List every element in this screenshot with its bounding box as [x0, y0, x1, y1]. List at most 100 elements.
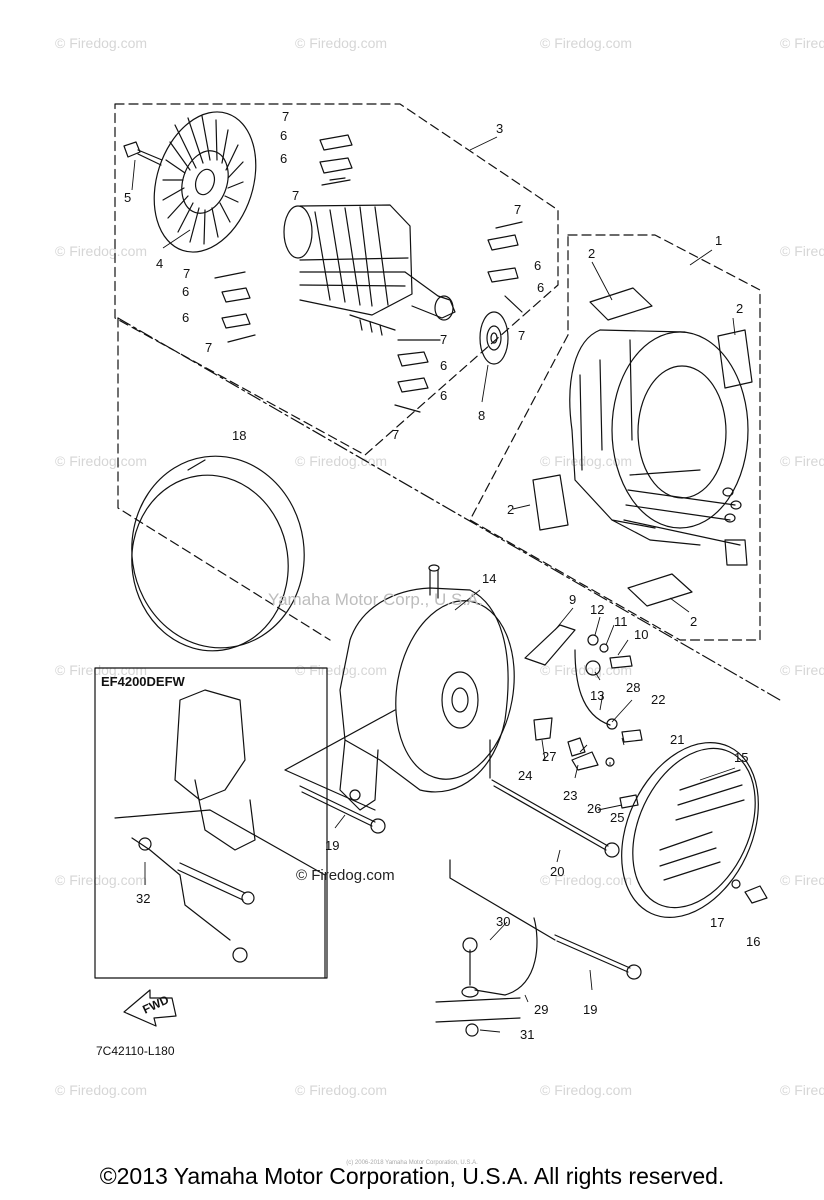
- watermark: © Firedog.com: [55, 243, 147, 259]
- callout-17: 17: [710, 915, 724, 930]
- callout-10: 10: [634, 627, 648, 642]
- watermark: © Firedog.com: [540, 453, 632, 469]
- inset-title: EF4200DEFW: [101, 674, 186, 689]
- callout-6: 6: [534, 258, 541, 273]
- brush-holder: [524, 624, 576, 666]
- rotor: [283, 204, 456, 336]
- ghost-watermark: Yamaha Motor Corp., U.S.A.: [268, 590, 483, 609]
- fwd-arrow: [123, 989, 177, 1027]
- callout-9: 9: [569, 592, 576, 607]
- washer: [606, 718, 618, 730]
- leader-line: [117, 317, 331, 641]
- watermark: © Firedog.com: [780, 453, 824, 469]
- callout-2: 2: [507, 502, 514, 517]
- callout-29: 29: [534, 1002, 548, 1017]
- callout-8: 8: [478, 408, 485, 423]
- screw: [619, 794, 639, 809]
- callout-27: 27: [542, 749, 556, 764]
- watermark: © Firedog.com: [780, 35, 824, 51]
- callout-7: 7: [183, 266, 190, 281]
- lead-wire: [574, 649, 611, 726]
- callout-7: 7: [392, 427, 399, 442]
- rotor-assembly-boundary: [114, 103, 559, 456]
- callout-6: 6: [440, 388, 447, 403]
- fwd-label: FWD: [140, 992, 171, 1016]
- through-bolt: [554, 934, 631, 973]
- callout-4: 4: [156, 256, 163, 271]
- ground-lead: [435, 917, 538, 1037]
- inset-frame: [94, 667, 328, 979]
- callout-26: 26: [587, 801, 601, 816]
- insulator-pad: [717, 329, 753, 389]
- callout-28: 28: [626, 680, 640, 695]
- cover-band: [131, 455, 305, 652]
- bearing: [479, 311, 509, 365]
- callout-3: 3: [496, 121, 503, 136]
- callout-30: 30: [496, 914, 510, 929]
- watermark: © Firedog.com: [780, 243, 824, 259]
- washer: [599, 643, 609, 653]
- screw: [609, 655, 633, 669]
- callout-7: 7: [514, 202, 521, 217]
- callout-7: 7: [518, 328, 525, 343]
- watermark: © Firedog.com: [780, 1082, 824, 1098]
- watermark: © Firedog.com: [55, 453, 147, 469]
- callout-20: 20: [550, 864, 564, 879]
- watermark: © Firedog.com: [55, 872, 147, 888]
- inset-bracket: [114, 689, 326, 979]
- insulator-pad: [589, 287, 653, 321]
- bolt-head: [370, 818, 386, 834]
- callout-23: 23: [563, 788, 577, 803]
- insulator-pad: [627, 573, 693, 607]
- through-bolt: [299, 785, 376, 827]
- callout-18: 18: [232, 428, 246, 443]
- through-bolt: [491, 779, 609, 851]
- washer: [605, 757, 615, 767]
- callout-11: 11: [614, 614, 628, 629]
- callout-6: 6: [182, 310, 189, 325]
- watermark: © Firedog.com: [295, 453, 387, 469]
- condenser-band: [567, 737, 586, 757]
- fine-print: (c) 2006-2018 Yamaha Motor Corporation, …: [346, 1160, 478, 1166]
- bolt-head: [626, 964, 642, 980]
- watermark: © Firedog.com: [780, 662, 824, 678]
- watermark: © Firedog.com: [295, 35, 387, 51]
- callout-6: 6: [182, 284, 189, 299]
- callout-7: 7: [282, 109, 289, 124]
- diode-set: [214, 134, 523, 413]
- callout-22: 22: [651, 692, 665, 707]
- copyright-notice: ©2013 Yamaha Motor Corporation, U.S.A. A…: [99, 1163, 725, 1189]
- insulator-pad: [532, 474, 569, 531]
- screw: [621, 729, 643, 743]
- stator-assembly-boundary: [469, 234, 761, 641]
- callout-2: 2: [588, 246, 595, 261]
- washer: [731, 879, 741, 889]
- watermark: © Firedog.com: [55, 1082, 147, 1098]
- bolt-head: [604, 842, 620, 858]
- callout-6: 6: [537, 280, 544, 295]
- callout-19: 19: [325, 838, 339, 853]
- callout-7: 7: [292, 188, 299, 203]
- watermark: © Firedog.com: [55, 35, 147, 51]
- bracket: [571, 751, 599, 771]
- watermark: © Firedog.com: [780, 872, 824, 888]
- callout-6: 6: [280, 128, 287, 143]
- callout-32: 32: [136, 891, 150, 906]
- watermark: © Firedog.com: [295, 662, 387, 678]
- callout-6: 6: [280, 151, 287, 166]
- leader-line: [284, 709, 556, 941]
- callout-15: 15: [734, 750, 748, 765]
- callout-6: 6: [440, 358, 447, 373]
- callout-5: 5: [124, 190, 131, 205]
- nut: [585, 660, 601, 676]
- callout-7: 7: [205, 340, 212, 355]
- watermark: © Firedog.com: [540, 35, 632, 51]
- rear-housing: [339, 564, 515, 811]
- callout-14: 14: [482, 571, 496, 586]
- cooling-fan: [153, 111, 257, 253]
- callout-31: 31: [520, 1027, 534, 1042]
- centre-line: [117, 317, 781, 701]
- callout-2: 2: [736, 301, 743, 316]
- watermark: © Firedog.com: [295, 1082, 387, 1098]
- callout-24: 24: [518, 768, 532, 783]
